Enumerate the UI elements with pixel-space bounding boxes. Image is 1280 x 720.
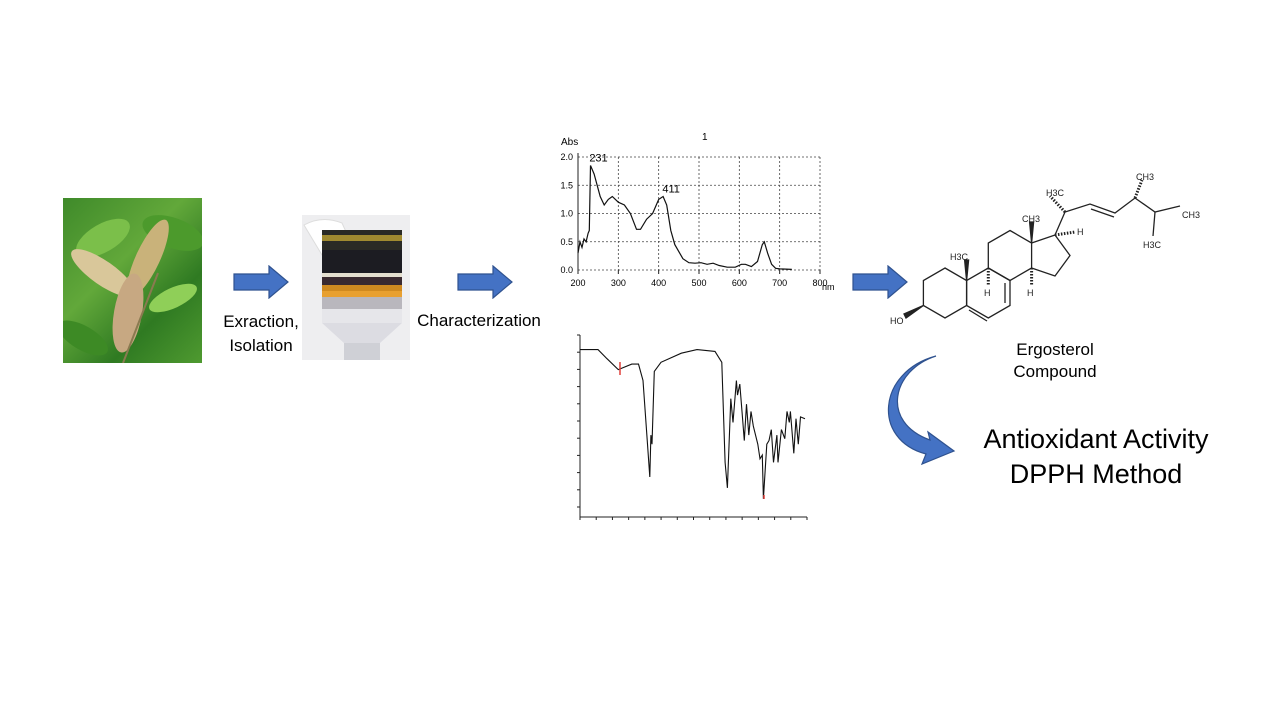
hydrogen-label: H <box>984 288 991 298</box>
methyl-label: CH3 <box>1182 210 1200 220</box>
methyl-label: H3C <box>1046 188 1065 198</box>
result-title-line2: DPPH Method <box>1009 459 1183 489</box>
uv-vis-spectrum-chart: 1 Abs nm 200 300 400 500 600 700 800 0.0 0.5 1.0 1… <box>560 132 835 292</box>
leaf-illustration <box>63 215 202 363</box>
uv-absorbance-series <box>577 165 792 270</box>
ir-transmittance-series <box>580 349 806 499</box>
uv-x-tick-label: 200 <box>570 278 585 288</box>
leaf-photo <box>63 198 202 363</box>
uv-x-tick-label: 500 <box>691 278 706 288</box>
uv-x-axis-label: nm <box>822 282 835 292</box>
compound-name-line2: Compound <box>1013 362 1097 381</box>
methyl-label: CH3 <box>1022 214 1040 224</box>
step-label-characterization: Characterization <box>417 311 541 330</box>
uv-x-tick-label: 600 <box>732 278 747 288</box>
uv-y-tick-label: 2.0 <box>560 152 573 162</box>
methyl-label: H3C <box>950 252 969 262</box>
arrow-right-icon <box>852 265 908 299</box>
uv-x-tick-label: 400 <box>651 278 666 288</box>
methyl-label: CH3 <box>1136 172 1154 182</box>
ir-spectrum-chart <box>577 334 808 520</box>
hydrogen-label: H <box>1077 227 1084 237</box>
step-label-isolation: Isolation <box>229 336 293 355</box>
uv-y-tick-label: 0.0 <box>560 265 573 275</box>
result-title-line1: Antioxidant Activity <box>983 424 1209 454</box>
step-label-extraction: Exraction, <box>223 312 299 331</box>
uv-chart-title: 1 <box>702 132 708 143</box>
arrow-right-icon <box>233 265 289 299</box>
uv-peak-label: 411 <box>662 184 680 196</box>
uv-y-tick-label: 1.0 <box>560 209 573 219</box>
column-chromatography-photo <box>302 215 410 360</box>
methyl-label: H3C <box>1143 240 1162 250</box>
uv-y-tick-label: 1.5 <box>560 180 573 190</box>
uv-x-tick-label: 300 <box>611 278 626 288</box>
uv-x-tick-label: 800 <box>812 278 827 288</box>
column-illustration <box>302 215 410 360</box>
hydrogen-label: H <box>1027 288 1034 298</box>
uv-peak-label: 231 <box>589 152 607 164</box>
curved-arrow-icon <box>888 355 956 466</box>
uv-y-tick-label: 0.5 <box>560 237 573 247</box>
ho-label: HO <box>890 316 904 326</box>
uv-x-tick-label: 700 <box>772 278 787 288</box>
compound-name-line1: Ergosterol <box>1016 340 1094 359</box>
ergosterol-structure: HO H3C CH3 H H H H3C CH3 CH3 H3C <box>890 172 1200 326</box>
arrow-right-icon <box>457 265 513 299</box>
uv-y-axis-label: Abs <box>561 137 578 148</box>
